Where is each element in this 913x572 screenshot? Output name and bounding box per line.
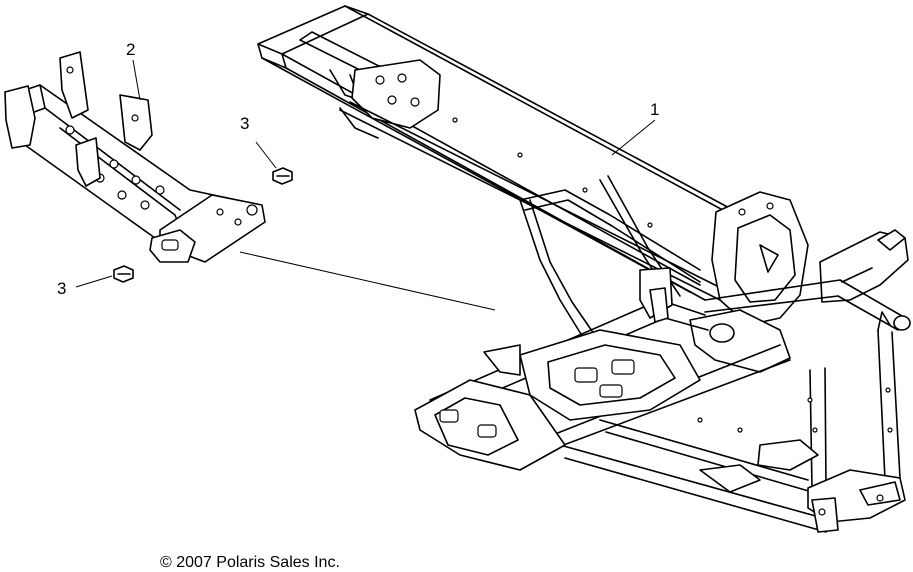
callout-3-lower-label: 3 (57, 279, 66, 298)
front-frame-section (4, 51, 266, 263)
callout-3-lower: 3 (57, 275, 113, 298)
callout-3-upper-label: 3 (240, 114, 249, 133)
callout-2: 2 (126, 40, 141, 101)
bolt-lower (113, 265, 134, 283)
copyright-notice: © 2007 Polaris Sales Inc. (160, 554, 340, 571)
callout-1-label: 1 (650, 100, 659, 119)
main-frame (257, 5, 911, 533)
callout-1: 1 (611, 100, 659, 156)
alignment-line (239, 251, 496, 311)
callout-3-upper: 3 (240, 114, 277, 169)
callout-2-label: 2 (126, 40, 135, 59)
bolt-upper (272, 167, 293, 185)
